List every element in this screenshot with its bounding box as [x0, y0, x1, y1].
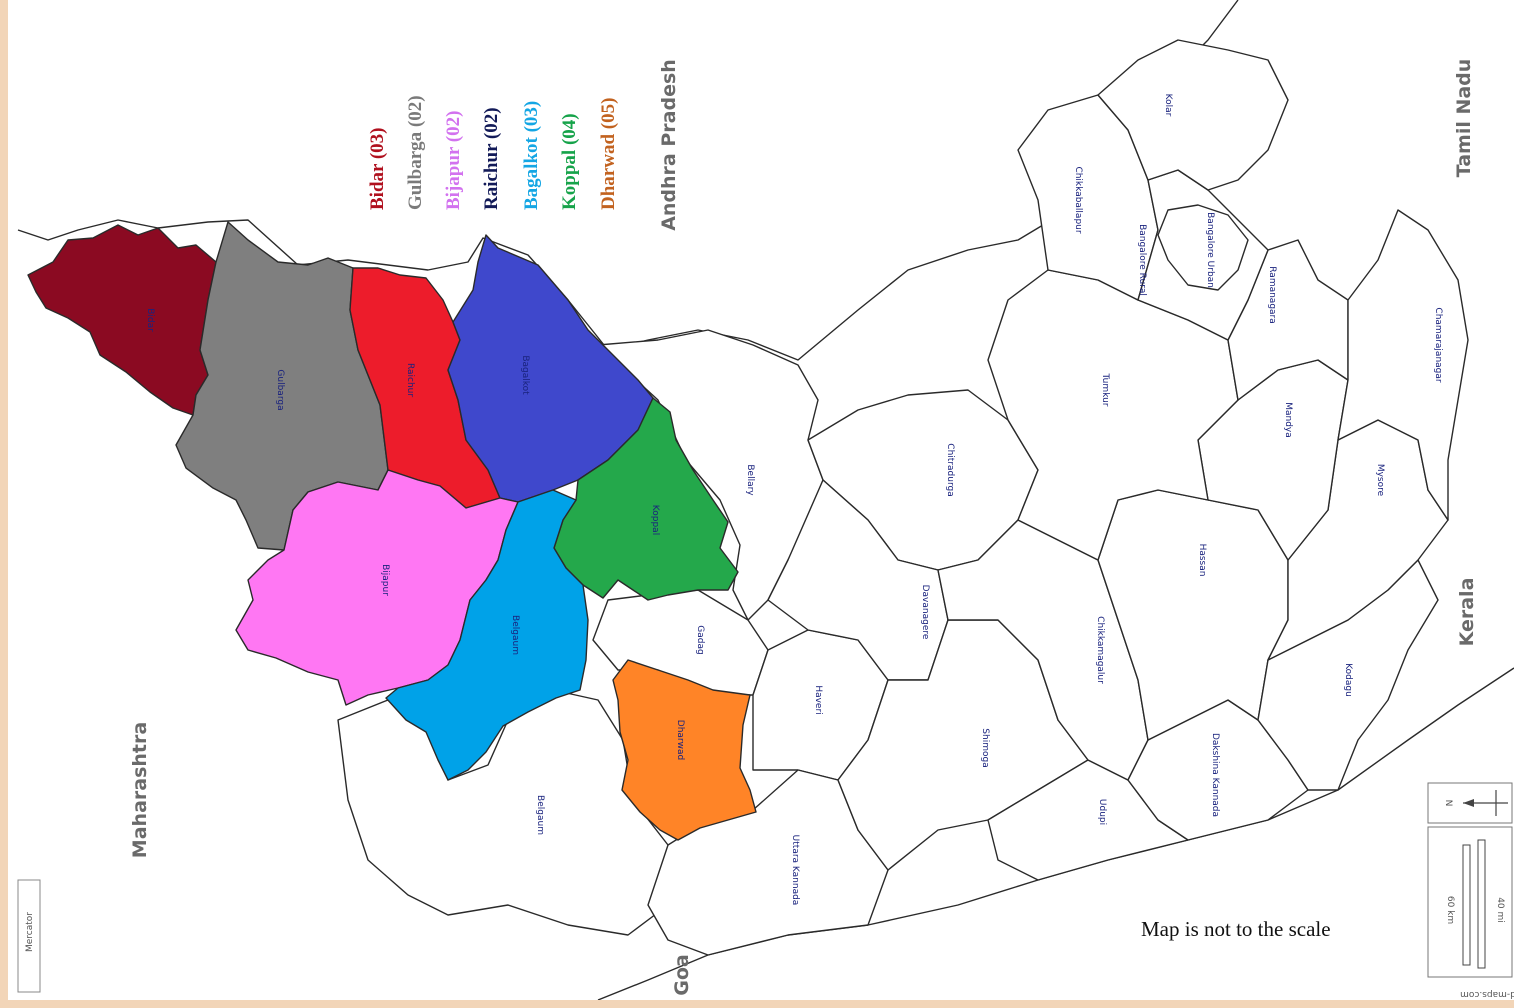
legend-item-bidar: Bidar (03): [367, 127, 388, 210]
karnataka-district-map: Bidar Gulbarga Raichur Bagalkot Koppal B…: [17, 0, 1514, 1000]
label-bagalkot: Bagalkot: [520, 355, 530, 395]
highlighted-districts: [27, 221, 757, 841]
state-label-goa: Goa: [671, 954, 693, 995]
district-bangalore-urban[interactable]: [1157, 204, 1249, 291]
legend-item-dharwad: Dharwad (05): [598, 98, 619, 210]
label-kodagu: Kodagu: [1343, 663, 1353, 697]
district-koppal-shape[interactable]: [553, 397, 739, 601]
compass: N: [1427, 782, 1513, 824]
label-ramanagara: Ramanagara: [1267, 266, 1277, 324]
state-label-andhra-pradesh: Andhra Pradesh: [658, 59, 680, 231]
label-mandya: Mandya: [1283, 402, 1293, 438]
district-dharwad-shape[interactable]: [612, 659, 757, 841]
label-haveri: Haveri: [813, 685, 823, 714]
label-kolar: Kolar: [1163, 94, 1173, 117]
label-hassan: Hassan: [1197, 544, 1207, 577]
label-belgaum: Belgaum: [535, 795, 545, 835]
label-uttara-kannada: Uttara Kannada: [790, 835, 800, 906]
district-belgaum[interactable]: [337, 689, 669, 936]
label-bangalore-urban: Bangalore Urban: [1205, 212, 1215, 288]
map-panel: Bidar Gulbarga Raichur Bagalkot Koppal B…: [8, 0, 1514, 1000]
district-tumkur[interactable]: [987, 269, 1239, 561]
watermark: d-maps.com: [1460, 989, 1514, 999]
legend-item-bijapur: Bijapur (02): [443, 111, 464, 210]
scale-km-label: 60 km: [1445, 896, 1455, 924]
label-bellary: Bellary: [745, 464, 755, 496]
label-shimoga: Shimoga: [980, 728, 990, 767]
label-gadag: Gadag: [695, 625, 705, 654]
label-chitradurga: Chitradurga: [945, 443, 955, 496]
district-belgaum-shape[interactable]: [385, 489, 589, 781]
label-gulbarga: Gulbarga: [275, 369, 285, 410]
legend-item-gulbarga: Gulbarga (02): [405, 95, 426, 210]
legend-item-koppal: Koppal (04): [559, 113, 580, 210]
state-label-maharashtra: Maharashtra: [129, 722, 151, 858]
projection-control[interactable]: Mercator: [17, 879, 41, 993]
district-chamarajanagar[interactable]: [1337, 209, 1469, 521]
label-chikkaballapur: Chikkaballapur: [1073, 166, 1083, 233]
state-label-tamil-nadu: Tamil Nadu: [1453, 59, 1475, 178]
label-bijapur: Bijapur: [380, 564, 390, 596]
label-chamarajanagar: Chamarajanagar: [1433, 307, 1443, 382]
legend-item-bagalkot: Bagalkot (03): [521, 101, 542, 210]
label-tumkur: Tumkur: [1100, 373, 1110, 407]
state-label-kerala: Kerala: [1456, 578, 1478, 647]
label-chikkamagalur: Chikkamagalur: [1095, 616, 1105, 684]
label-bangalore-rural: Bangalore Rural: [1137, 224, 1147, 296]
scale-mi-label: 40 mi: [1495, 897, 1505, 923]
highlighted-district-labels: Bidar Gulbarga Raichur Bagalkot Koppal B…: [145, 308, 685, 760]
other-district-labels: Bellary Gadag Haveri Belgaum Uttara Kann…: [535, 94, 1443, 906]
district-kolar[interactable]: [1097, 39, 1289, 191]
compass-north-label: N: [1443, 800, 1453, 807]
legend: Bidar (03) Gulbarga (02) Bijapur (02) Ra…: [367, 95, 619, 210]
scale-note: Map is not to the scale: [1141, 917, 1331, 941]
label-koppal: Koppal: [650, 505, 660, 535]
projection-control-label: Mercator: [25, 912, 35, 952]
label-raichur: Raichur: [405, 363, 415, 397]
label-udupi: Udupi: [1097, 799, 1107, 825]
label-dakshina-kannada: Dakshina Kannada: [1210, 733, 1220, 817]
label-davanagere: Davanagere: [920, 585, 930, 640]
district-bidar-shape[interactable]: [27, 224, 217, 416]
label-dharwad: Dharwad: [675, 720, 685, 760]
label-mysore: Mysore: [1375, 464, 1385, 497]
scale-bar: 60 km 40 mi: [1427, 826, 1513, 978]
label-belgaum-coloured: Belgaum: [510, 615, 520, 655]
legend-item-raichur: Raichur (02): [481, 107, 502, 210]
label-bidar: Bidar: [145, 308, 155, 332]
